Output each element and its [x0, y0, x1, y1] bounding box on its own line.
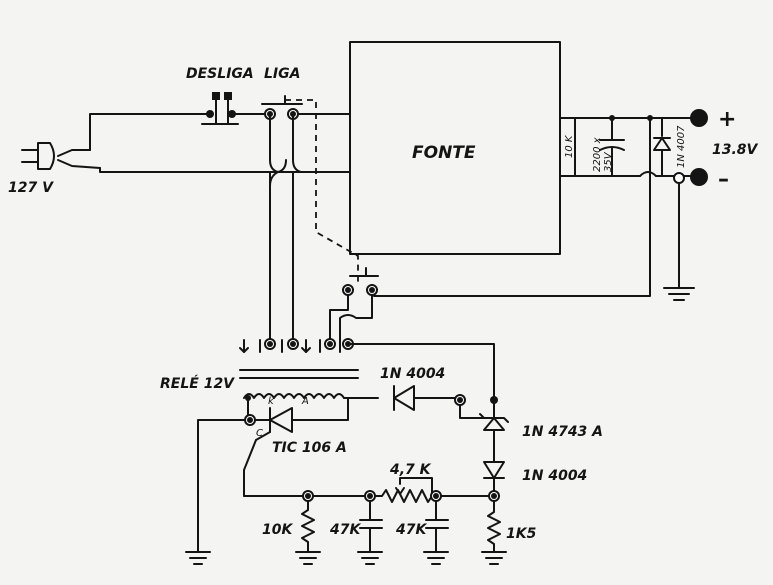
liga-down-wires [269, 113, 302, 345]
zener-label: 1N 4743 A [522, 424, 603, 440]
output-filter [559, 115, 691, 177]
scr-anode-label: A [301, 396, 309, 407]
diode-1n4007-label: 1N 4007 [676, 125, 687, 168]
right-rail [347, 343, 509, 502]
desliga-label: DESLIGA [186, 66, 254, 82]
output-terminals [673, 109, 708, 186]
mains-voltage-label: 127 V [8, 180, 54, 196]
capacitor-label-b: 35V [603, 151, 614, 172]
scr-label: TIC 106 A [272, 440, 347, 456]
capacitor-47k-2-label: 47K [395, 522, 427, 538]
capacitor-label-a: 2200 x [592, 137, 603, 172]
relay-contacts-bottom [239, 338, 359, 379]
diode-bottom-label: 1N 4004 [522, 468, 587, 484]
resistor-1k5-label: 1K5 [506, 526, 537, 542]
scr-tic106a [185, 397, 349, 565]
liga-switch [261, 95, 359, 282]
diode-1n4004-top [393, 385, 495, 419]
desliga-switch [201, 92, 239, 125]
resistor-10k-output-label: 10 K [564, 134, 575, 158]
diode-top-label: 1N 4004 [380, 366, 445, 382]
resistor-10k-label: 10K [262, 522, 293, 538]
minus-symbol: – [718, 167, 729, 192]
scr-cathode-label: k [268, 396, 275, 407]
scr-gate-label: C [256, 428, 263, 439]
plus-symbol: + [718, 107, 736, 132]
fonte-label: FONTE [412, 143, 476, 163]
relay-contacts-mid [329, 267, 379, 345]
liga-label: LIGA [264, 66, 300, 82]
output-ground [373, 117, 695, 301]
mains-plug [21, 142, 101, 170]
rc-network [243, 477, 507, 565]
relay-coil [243, 393, 379, 401]
output-voltage-label: 13.8V [712, 142, 759, 158]
fonte-block [349, 41, 561, 255]
relay-label: RELÉ 12V [160, 375, 235, 392]
capacitor-47k-1-label: 47K [329, 522, 361, 538]
pot-label: 4,7 K [389, 462, 432, 478]
mains-wiring [89, 113, 351, 173]
